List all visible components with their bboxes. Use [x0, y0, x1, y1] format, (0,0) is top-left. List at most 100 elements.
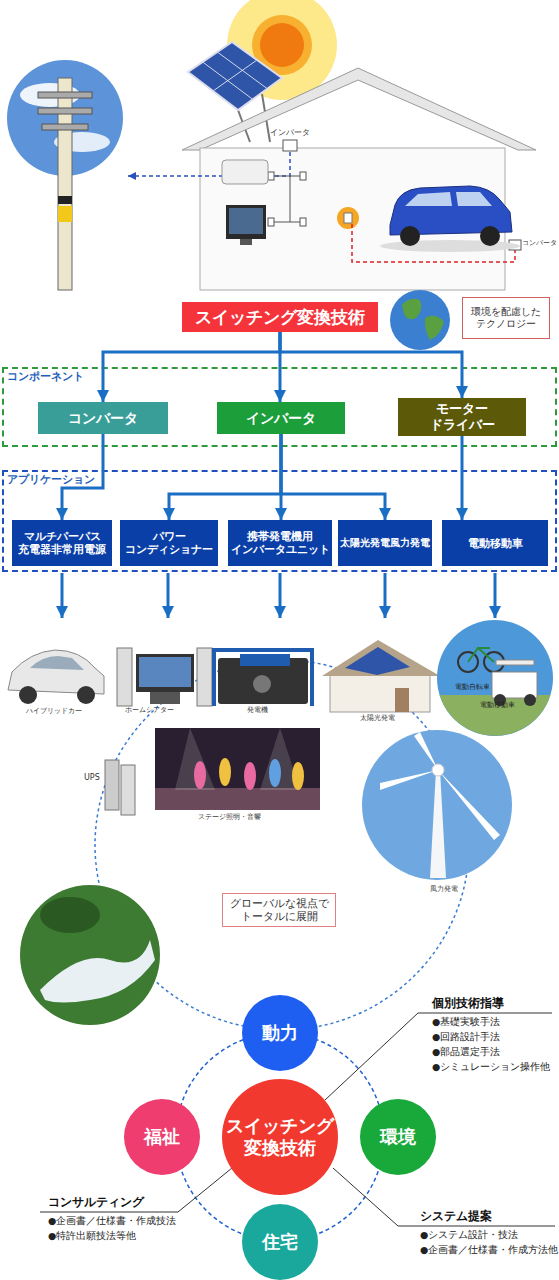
field-name: 住宅 — [262, 1231, 298, 1253]
photo-caption: ホームシアター — [125, 707, 174, 715]
circle-shape — [242, 1204, 318, 1280]
wheel — [19, 686, 37, 704]
generator-part — [253, 675, 271, 693]
circle-shape — [360, 1099, 436, 1175]
tv — [226, 205, 266, 239]
callout-item: ●企画書／仕様書・作成技法 — [48, 1216, 176, 1226]
band-heading: コンポーネント — [7, 370, 84, 383]
performer — [269, 759, 281, 787]
core-circle: スイッチング 変換技術 — [222, 1079, 338, 1195]
field-circle: 動力 — [242, 995, 318, 1071]
photo-caption: 風力発電 — [430, 886, 458, 894]
application-box: 携帯発電機用 インバータユニット — [228, 520, 332, 566]
outlet — [300, 172, 306, 180]
turbine-tower — [430, 770, 446, 878]
leader-line — [325, 1013, 552, 1100]
field-name: 動力 — [262, 1022, 298, 1044]
car-shadow — [380, 240, 520, 252]
application-name: パワー コンディショナー — [122, 530, 216, 555]
application-band: アプリケーションマルチパーパス 充電器非常用電源パワー コンディショナー携帯発電… — [2, 470, 557, 572]
generator-frame — [214, 650, 312, 706]
continents — [402, 299, 444, 340]
application-box: 太陽光発電風力発電 — [338, 520, 432, 566]
photo-caption: ハイブリッドカー — [26, 708, 82, 716]
component-box: インバータ — [217, 402, 345, 434]
tv-screen — [229, 208, 263, 234]
panel-grid — [203, 52, 268, 99]
car-window — [405, 192, 492, 206]
note-box: グローバルな視点で トータルに展開 — [222, 893, 336, 927]
cross-arm — [38, 92, 92, 98]
performer — [292, 762, 304, 790]
car-window — [30, 656, 84, 670]
ground — [440, 695, 551, 736]
callout-item: ●特許出願技法等他 — [48, 1231, 136, 1241]
cross-arm — [42, 124, 88, 130]
performer — [219, 758, 231, 786]
tv-screen — [139, 657, 191, 687]
main-box: スイッチング変換技術 — [182, 302, 378, 332]
light-beam — [175, 728, 215, 790]
part-label: インバータ — [270, 129, 310, 138]
down-arrow — [167, 573, 170, 618]
component-box: コンバータ — [38, 402, 168, 434]
photo-caption: UPS — [84, 774, 100, 783]
band-heading: アプリケーション — [7, 473, 95, 486]
house-wall — [330, 672, 430, 712]
house-wiring — [274, 176, 300, 222]
connector — [280, 332, 462, 398]
photo-caption: ステージ照明・音響 — [198, 814, 261, 822]
performer — [194, 761, 206, 789]
field-circle: 環境 — [360, 1099, 436, 1175]
pole-band — [58, 206, 72, 222]
callout-item: ●基礎実験手法 — [432, 1017, 500, 1027]
callout-heading: 個別技術指導 — [432, 997, 504, 1010]
callout-item: ●回路設計手法 — [432, 1032, 500, 1042]
field-name: 環境 — [380, 1126, 416, 1148]
wheel — [77, 686, 95, 704]
core-name: スイッチング 変換技術 — [224, 1115, 336, 1158]
note-box: 環境を配慮した テクノロジー — [462, 297, 550, 339]
turbine-hub — [432, 764, 444, 776]
callout-item: ●シミュレーション操作他 — [432, 1062, 550, 1072]
tv-stand — [150, 692, 180, 704]
photo-circle — [20, 885, 160, 1025]
trees — [40, 897, 100, 933]
field-name: 福祉 — [144, 1126, 180, 1148]
field-circle: 住宅 — [242, 1204, 318, 1280]
part-label: コンバータ — [522, 240, 557, 248]
photo-circle — [362, 730, 512, 880]
cross-arm — [38, 108, 92, 114]
component-box: モーター ドライバー — [398, 398, 526, 436]
leader-line — [333, 1168, 555, 1226]
generator-tank — [240, 654, 290, 666]
circle-shape — [242, 995, 318, 1071]
performer — [244, 762, 256, 790]
application-name: 電動移動車 — [468, 537, 523, 550]
outlet-highlight — [337, 207, 359, 229]
circle-shape — [222, 1079, 338, 1195]
house-roof — [322, 640, 440, 676]
down-arrow — [61, 573, 64, 618]
connector — [461, 436, 464, 520]
callout-item: ●システム設計・技法 — [420, 1230, 518, 1240]
component-band: コンポーネントコンバータ インバータ モーター ドライバー — [2, 367, 557, 447]
photo-circle — [437, 620, 553, 736]
field-circle: 福祉 — [124, 1099, 200, 1175]
door — [395, 688, 409, 712]
cart-roof — [496, 660, 534, 665]
application-box: マルチパーパス 充電器非常用電源 — [12, 520, 112, 566]
note-text: グローバルな視点で トータルに展開 — [223, 897, 335, 922]
application-name: 携帯発電機用 インバータユニット — [230, 530, 330, 555]
pole-band — [58, 196, 72, 204]
outlet — [300, 218, 306, 226]
globe — [390, 290, 450, 350]
bicycle-frame — [468, 648, 494, 662]
callout-heading: コンサルティング — [48, 1196, 144, 1209]
tv — [136, 654, 194, 692]
wheel — [400, 226, 420, 246]
outlet — [344, 213, 352, 223]
leader-line — [40, 1168, 232, 1212]
speaker — [117, 648, 132, 706]
